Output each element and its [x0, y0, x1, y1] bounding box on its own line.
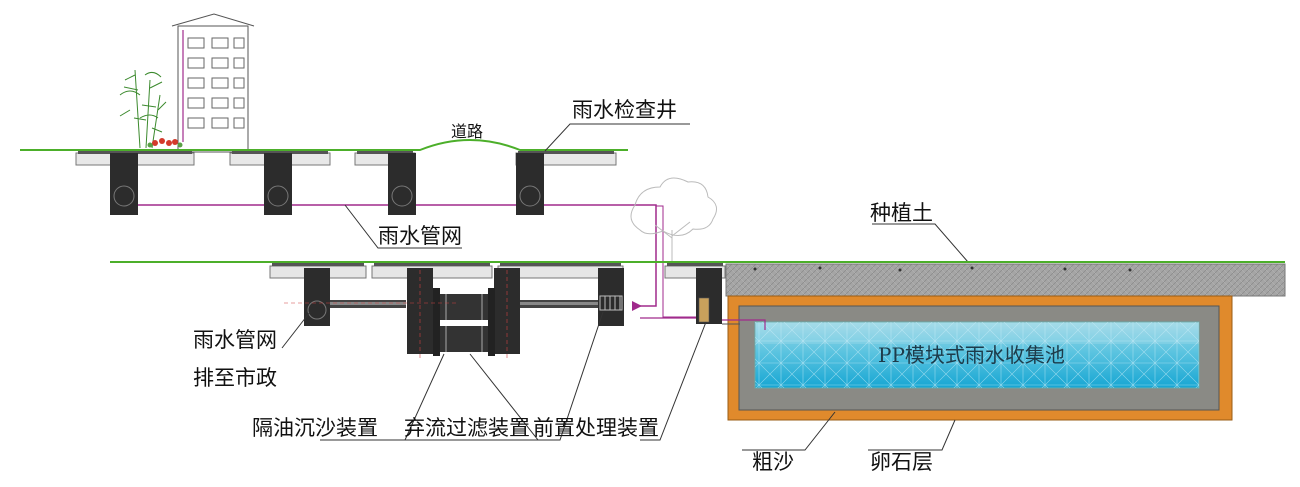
upper-pipe [124, 204, 657, 307]
oil-sand-separator [407, 268, 433, 354]
diversion-filter-device [433, 288, 495, 356]
upper-inspection-wells [110, 153, 544, 215]
inspection-well [516, 153, 544, 215]
inspection-well [110, 153, 138, 215]
tree [630, 177, 718, 262]
building [171, 13, 255, 153]
connecting-pipes [330, 300, 598, 308]
label-planting-soil: 种植土 [870, 201, 933, 225]
label-pipe-network-2: 雨水管网 [193, 328, 277, 352]
label-pretreatment: 前置处理装置 [533, 416, 659, 440]
label-inspection-well: 雨水检查井 [572, 98, 677, 122]
inspection-well [388, 153, 416, 215]
label-coarse-sand: 粗沙 [752, 450, 794, 474]
label-diversion-filter: 弃流过滤装置 [404, 416, 530, 440]
inspection-well [264, 153, 292, 215]
label-road: 道路 [451, 122, 484, 141]
label-pp-tank: PP模块式雨水收集池 [878, 343, 1065, 367]
flower-bed [147, 138, 183, 148]
planting-soil [725, 263, 1286, 297]
label-discharge: 排至市政 [193, 366, 277, 390]
rainwater-well [304, 268, 330, 326]
label-pebble-layer: 卵石层 [870, 450, 933, 474]
upper-ground-line [20, 139, 628, 151]
label-pipe-network: 雨水管网 [378, 224, 462, 248]
filter-left-wall [494, 268, 520, 354]
bamboo-plant [119, 69, 167, 149]
label-oil-sand: 隔油沉沙装置 [252, 416, 378, 440]
